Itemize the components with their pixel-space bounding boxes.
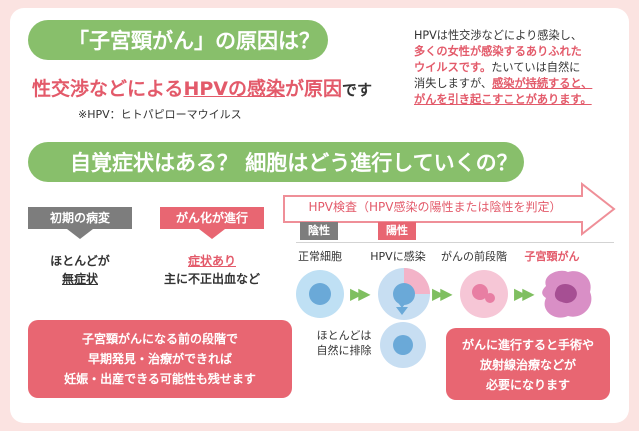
positive-badge: 陽性 xyxy=(378,222,416,240)
early-lesion-tab: 初期の病変 xyxy=(28,207,132,229)
cause-heading-text: 「子宮頸がん」の原因は？ xyxy=(68,29,320,53)
treatment-line-3: 必要になります xyxy=(485,378,570,392)
precancer-cell-label: がんの前段階 xyxy=(441,250,507,263)
cancer-symptom-line-1: 症状あり xyxy=(187,254,236,268)
early-symptom-line-2: 無症状 xyxy=(61,272,98,286)
negative-badge: 陰性 xyxy=(300,222,338,240)
headline-part-desu: です xyxy=(342,81,373,99)
hpv-test-label: HPV検査（HPV感染の陽性または陰性を判定） xyxy=(308,200,562,214)
info-line-3b: たいていは自然に xyxy=(491,61,581,74)
precancer-cell-icon xyxy=(460,270,508,318)
headline-part-cause: が原因 xyxy=(284,78,342,100)
infected-cell-label: HPVに感染 xyxy=(370,250,426,263)
hpv-info-text: HPVは性交渉などにより感染し、 多くの女性が感染するありふれた ウイルスです。… xyxy=(414,28,612,108)
timeline-divider xyxy=(296,242,614,243)
early-detection-line-1: 子宮頸がんになる前の段階で xyxy=(81,332,238,346)
progression-heading-text: 自覚症状はある？ 細胞はどう進行していくの？ xyxy=(70,151,518,175)
cancer-tab-pointer xyxy=(199,229,225,239)
cancer-progress-tab: がん化が進行 xyxy=(160,207,264,229)
early-detection-line-2: 早期発見・治療ができれば xyxy=(87,352,232,366)
chevron-right-icon: ▶▶ xyxy=(350,284,371,303)
progression-heading-pill: 自覚症状はある？ 細胞はどう進行していくの？ xyxy=(28,142,524,182)
chevron-right-icon: ▶▶ xyxy=(432,284,453,303)
natural-clearance-text: ほとんどは 自然に排除 xyxy=(304,328,384,358)
early-detection-box: 子宮頸がんになる前の段階で 早期発見・治療ができれば 妊娠・出産できる可能性も残… xyxy=(28,320,292,398)
treatment-line-2: 放射線治療などが xyxy=(479,358,576,372)
natural-clearance-line-1: ほとんどは xyxy=(316,329,372,342)
cancer-cell-label: 子宮頸がん xyxy=(524,250,580,263)
info-line-3a: ウイルスです。 xyxy=(414,61,492,74)
chevron-right-icon: ▶▶ xyxy=(514,284,535,303)
info-line-4a: 消失しますが、 xyxy=(414,77,493,90)
treatment-box: がんに進行すると手術や 放射線治療などが 必要になります xyxy=(446,328,610,400)
hpv-footnote: ※HPV：ヒトパピローマウイルス xyxy=(78,108,242,121)
early-detection-line-3: 妊娠・出産できる可能性も残せます xyxy=(64,372,256,386)
early-tab-pointer xyxy=(67,229,93,239)
cancer-symptom-line-2: 主に不正出血など xyxy=(163,272,260,286)
arrow-down-icon xyxy=(396,300,408,315)
treatment-line-1: がんに進行すると手術や xyxy=(461,338,594,352)
early-symptom-text: ほとんどが 無症状 xyxy=(28,252,132,288)
cause-headline: 性交渉などによるHPVの感染が原因です xyxy=(32,74,372,101)
normal-cell-icon xyxy=(296,270,344,318)
cancer-symptom-text: 症状あり 主に不正出血など xyxy=(150,252,274,288)
cause-heading-pill: 「子宮頸がん」の原因は？ xyxy=(28,20,328,60)
headline-part-a: 性交渉などによる xyxy=(32,78,184,100)
cancer-cell-icon xyxy=(542,270,592,318)
early-symptom-line-1: ほとんどが xyxy=(50,254,110,268)
natural-clearance-line-2: 自然に排除 xyxy=(316,344,372,357)
normal-cell-label: 正常細胞 xyxy=(298,250,342,263)
info-line-2: 多くの女性が感染するありふれた xyxy=(414,45,582,58)
info-line-4b: 感染が持続すると、 xyxy=(492,77,593,90)
headline-part-hpv: HPVの感染 xyxy=(183,78,285,100)
info-line-1: HPVは性交渉などにより感染し、 xyxy=(414,29,583,42)
infected-cell-icon xyxy=(378,268,430,320)
cleared-cell-icon xyxy=(380,322,426,368)
info-line-5: がんを引き起こすことがあります。 xyxy=(414,93,592,106)
